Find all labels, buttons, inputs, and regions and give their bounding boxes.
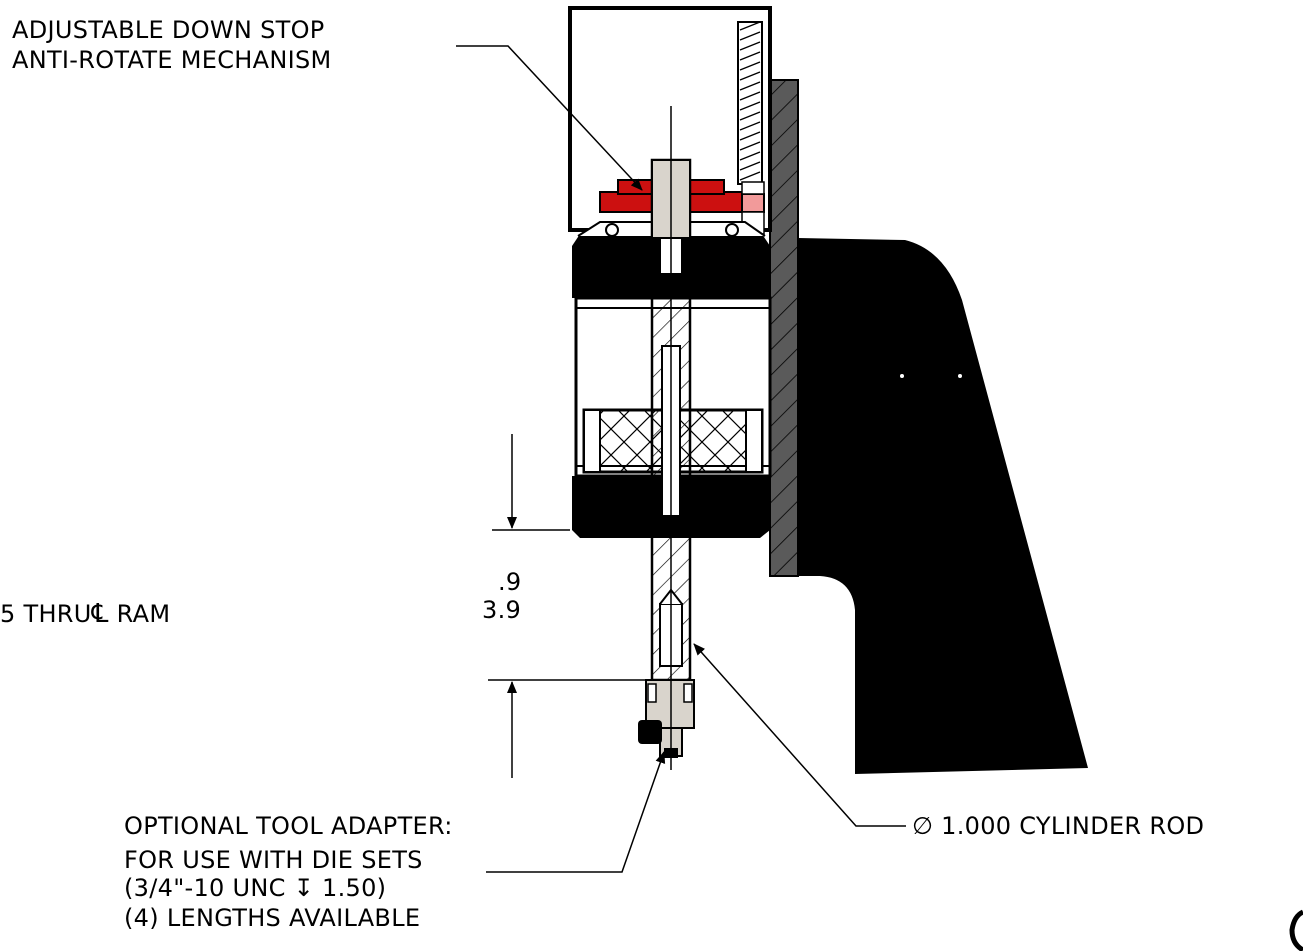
c-frame-arm xyxy=(798,238,1088,774)
thru-ram-text: 5 THRU xyxy=(0,600,92,628)
down-stop-nut-pink xyxy=(741,193,765,213)
callout-thru-ram: 5 THRU℄ RAM xyxy=(0,599,171,629)
callout-down-stop-line2: ANTI-ROTATE MECHANISM xyxy=(12,46,332,74)
callout-tool-adapter-line1: OPTIONAL TOOL ADAPTER: xyxy=(124,812,453,840)
mounting-plate xyxy=(769,79,799,577)
set-screw xyxy=(638,720,662,744)
callout-cylinder-rod: ∅ 1.000 CYLINDER ROD xyxy=(912,814,1204,838)
callout-tool-adapter-line4: (4) LENGTHS AVAILABLE xyxy=(124,904,421,932)
leader-cylinder-rod xyxy=(693,643,906,827)
depth-icon: ↧ xyxy=(293,874,315,902)
cylinder-rod-text: 1.000 CYLINDER ROD xyxy=(941,812,1205,840)
cap-oring-left xyxy=(605,223,619,237)
callout-tool-adapter-line2: FOR USE WITH DIE SETS xyxy=(124,846,423,874)
callout-tool-adapter-line3: (3/4"-10 UNC ↧ 1.50) xyxy=(124,876,386,900)
frame-dot-right xyxy=(958,374,962,378)
centerline-icon: ℄ xyxy=(91,599,109,629)
thread-depth: 1.50) xyxy=(314,874,387,902)
logo-fragment xyxy=(1289,909,1303,951)
down-stop-nut xyxy=(741,181,765,195)
dimension-stroke-top: .9 xyxy=(498,568,522,596)
frame-dot-left xyxy=(900,374,904,378)
callout-down-stop-line1: ADJUSTABLE DOWN STOP xyxy=(12,16,325,44)
down-stop-right-top xyxy=(689,179,725,195)
diameter-icon: ∅ xyxy=(912,812,934,840)
leader-down-stop xyxy=(456,45,643,191)
dimension-stroke-bottom: 3.9 xyxy=(482,596,522,624)
leader-tool-adapter xyxy=(486,751,666,873)
thread-spec: (3/4"-10 UNC xyxy=(124,874,294,902)
stud-threads xyxy=(739,21,761,181)
thru-ram-suffix: RAM xyxy=(116,600,171,628)
cap-oring-right xyxy=(725,223,739,237)
